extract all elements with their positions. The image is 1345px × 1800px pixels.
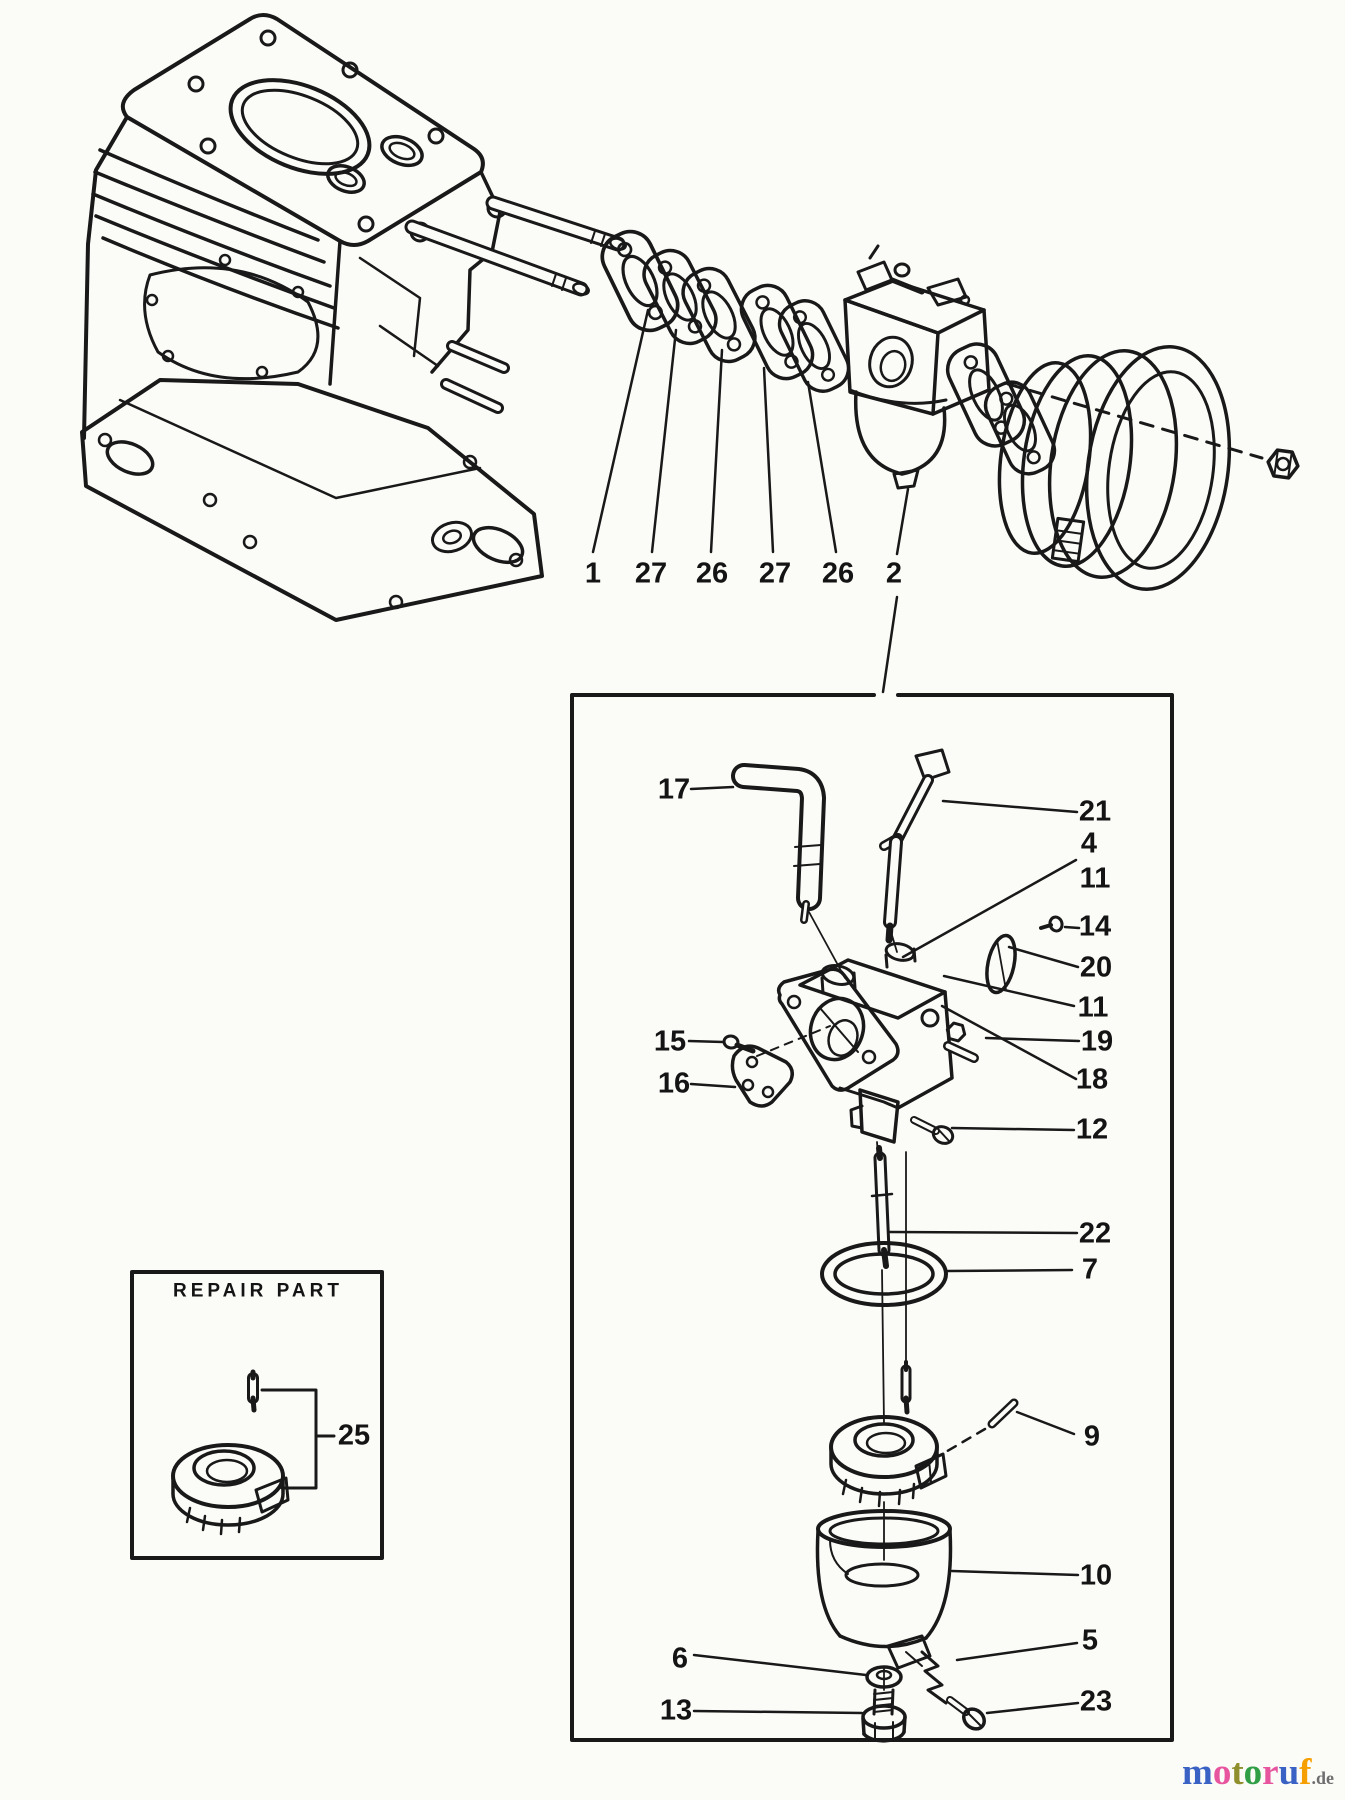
repair-part-title: REPAIR PART	[173, 1280, 343, 1302]
spring-5	[920, 1650, 948, 1705]
watermark-logo: motoruf.de	[1182, 1752, 1334, 1793]
elbow-pipe-17	[731, 763, 846, 979]
part-label-1: 1	[584, 557, 602, 590]
part-label-26a: 26	[695, 557, 729, 590]
part-label-6: 6	[671, 1642, 689, 1675]
watermark-letter: u	[1279, 1752, 1300, 1793]
mounting-nut	[1266, 448, 1300, 480]
o-ring-7	[820, 1241, 948, 1307]
part-label-16: 16	[657, 1067, 691, 1100]
part-label-19: 19	[1080, 1025, 1114, 1058]
float-bowl-10	[815, 1509, 953, 1670]
part-label-27b: 27	[758, 557, 792, 590]
leader-lines-detail-box	[687, 785, 1081, 1715]
float-9	[829, 1415, 948, 1508]
lever-21	[879, 748, 951, 953]
assembly-axis-dashed-line	[1006, 382, 1264, 460]
part-label-26b: 26	[821, 557, 855, 590]
part-label-27a: 27	[634, 557, 668, 590]
leader-lines-gasket-row	[591, 308, 910, 694]
carburetor-exploded-view	[722, 748, 1064, 1743]
part-label-11a: 11	[1079, 862, 1111, 895]
carburetor-assembly	[843, 244, 1063, 490]
part-label-14: 14	[1078, 910, 1112, 943]
watermark-suffix: .de	[1312, 1768, 1335, 1788]
part-label-7: 7	[1081, 1253, 1099, 1286]
watermark-letter: o	[1213, 1752, 1232, 1793]
part-label-10: 10	[1079, 1559, 1113, 1592]
drain-screw-23	[946, 1696, 986, 1731]
gasket-16	[730, 1044, 794, 1108]
part-label-4: 4	[1080, 827, 1098, 860]
float-pin-9	[913, 1398, 1019, 1472]
part-label-12: 12	[1075, 1113, 1109, 1146]
repair-float	[171, 1443, 290, 1536]
choke-plate	[985, 933, 1017, 995]
watermark-letter: r	[1262, 1752, 1278, 1793]
bowl-bolt-13	[861, 1688, 907, 1743]
watermark-letter: m	[1182, 1752, 1213, 1793]
part-label-15: 15	[653, 1025, 687, 1058]
air-cleaner-assembly	[997, 345, 1264, 591]
washer-6	[865, 1665, 903, 1691]
part-label-20: 20	[1079, 951, 1113, 984]
part-label-25: 25	[337, 1419, 371, 1452]
part-label-11b: 11	[1077, 991, 1109, 1024]
engine-block-drawing	[80, 13, 544, 622]
part-label-21: 21	[1078, 795, 1112, 828]
repair-part-box	[130, 1270, 384, 1560]
part-label-9: 9	[1083, 1420, 1101, 1453]
part-label-2: 2	[885, 557, 903, 590]
cylinder-fins	[91, 148, 340, 330]
repair-needle	[247, 1369, 259, 1413]
mounting-studs	[404, 195, 627, 414]
screw-12	[910, 1116, 955, 1145]
float-needle	[900, 1360, 912, 1415]
part-label-13: 13	[659, 1694, 693, 1727]
part-label-17: 17	[657, 773, 691, 806]
watermark-letter: f	[1299, 1752, 1312, 1793]
part-label-5: 5	[1081, 1624, 1099, 1657]
watermark-letter: t	[1231, 1752, 1244, 1793]
part-label-22: 22	[1078, 1217, 1112, 1250]
part-label-23: 23	[1079, 1685, 1113, 1718]
repair-bracket-line	[260, 1388, 336, 1490]
main-nozzle-22	[870, 1145, 894, 1269]
screw-14	[1039, 915, 1064, 933]
part-label-18: 18	[1075, 1063, 1109, 1096]
carburetor-body	[776, 942, 979, 1157]
watermark-letter: o	[1244, 1752, 1263, 1793]
